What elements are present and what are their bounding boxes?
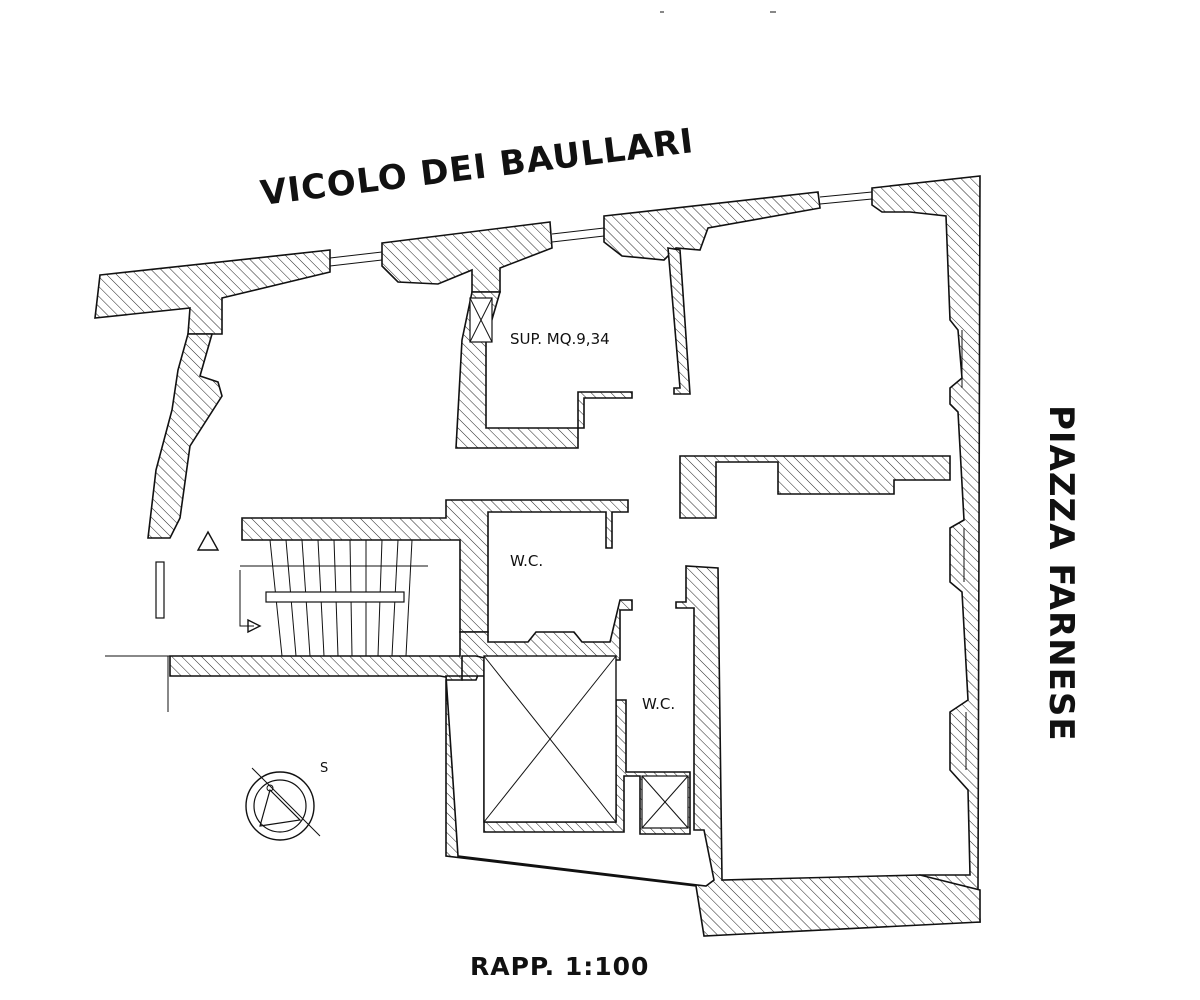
wc-label-2: W.C. bbox=[642, 695, 675, 713]
street-label-north: VICOLO DEI BAULLARI bbox=[258, 121, 696, 214]
wall-west bbox=[147, 333, 223, 539]
wall-central bbox=[679, 455, 951, 519]
window-north-1b bbox=[329, 259, 383, 267]
wc-label-1: W.C. bbox=[510, 552, 543, 570]
window-north-3b bbox=[819, 198, 873, 205]
triangle-icon bbox=[196, 530, 220, 551]
staircase bbox=[239, 539, 428, 657]
street-label-east: PIAZZA FARNESE bbox=[1041, 405, 1081, 742]
wall-lower-block bbox=[445, 565, 981, 937]
shaft-x2 bbox=[483, 655, 617, 823]
arrow-right-icon bbox=[247, 618, 262, 634]
wall-north-3 bbox=[603, 191, 821, 261]
window-north-3 bbox=[819, 191, 873, 198]
compass-letter: S bbox=[320, 761, 328, 776]
window-north-1 bbox=[329, 251, 383, 259]
wall-storage-right bbox=[667, 247, 691, 395]
duct-x2 bbox=[641, 775, 689, 829]
storage-void-x2 bbox=[469, 297, 493, 343]
scale-label: RAPP. 1:100 bbox=[470, 952, 649, 981]
compass-icon bbox=[245, 767, 321, 841]
wall-stair-top bbox=[241, 499, 629, 633]
wall-north-2 bbox=[381, 221, 553, 293]
wall-north-1 bbox=[94, 249, 331, 335]
room-area-label: SUP. MQ.9,34 bbox=[510, 330, 610, 348]
window-north-2b bbox=[551, 235, 605, 243]
entrance-door bbox=[155, 561, 165, 619]
window-north-2 bbox=[551, 227, 605, 235]
